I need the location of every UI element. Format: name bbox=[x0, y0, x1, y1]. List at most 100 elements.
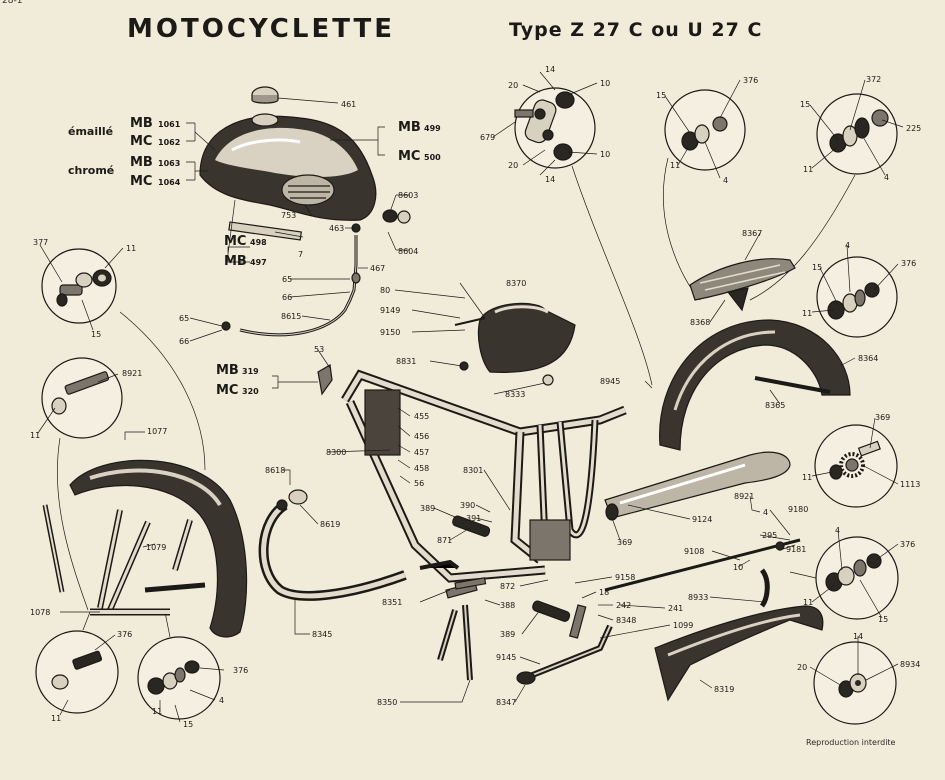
page-subtitle: Type Z 27 C ou U 27 C bbox=[509, 19, 763, 41]
code-prefix: MB bbox=[130, 155, 153, 170]
part-number: 390 bbox=[460, 501, 475, 510]
part-number: 20 bbox=[508, 161, 518, 170]
part-number: 458 bbox=[414, 464, 429, 473]
part-number: 463 bbox=[329, 224, 344, 233]
part-number: 1078 bbox=[30, 608, 50, 617]
part-number: 18 bbox=[599, 588, 609, 597]
code-prefix: MC bbox=[130, 134, 152, 149]
part-number: 372 bbox=[866, 75, 881, 84]
part-number: 369 bbox=[617, 538, 632, 547]
part-number: 391 bbox=[466, 514, 481, 523]
code-prefix: MB bbox=[398, 120, 421, 135]
connector-line bbox=[663, 157, 701, 301]
part-number: 1113 bbox=[900, 480, 920, 489]
part-number: 8370 bbox=[506, 279, 526, 288]
part-number: 11 bbox=[803, 165, 813, 174]
part-number: 225 bbox=[906, 124, 921, 133]
part-number: 9149 bbox=[380, 306, 400, 315]
footrests-illustration bbox=[452, 515, 587, 639]
part-number: 9108 bbox=[684, 547, 704, 556]
part-number: 15 bbox=[878, 615, 888, 624]
part-number: 8603 bbox=[398, 191, 418, 200]
part-number: 376 bbox=[900, 540, 915, 549]
part-number: 20 bbox=[508, 81, 518, 90]
part-number: 8350 bbox=[377, 698, 397, 707]
part-number: 8347 bbox=[496, 698, 516, 707]
part-number: 56 bbox=[414, 479, 424, 488]
part-number: 15 bbox=[656, 91, 666, 100]
part-number: 8300 bbox=[326, 448, 346, 457]
part-number: 457 bbox=[414, 448, 429, 457]
code-number: 1062 bbox=[158, 138, 180, 147]
code-prefix: MC bbox=[398, 149, 420, 164]
part-number: 389 bbox=[500, 630, 515, 639]
code-number: 500 bbox=[424, 153, 441, 162]
part-number: 4 bbox=[884, 173, 889, 182]
part-number: 10 bbox=[600, 150, 610, 159]
part-number: 872 bbox=[500, 582, 515, 591]
washer-stack-icon-372 bbox=[829, 109, 889, 153]
part-number: 871 bbox=[437, 536, 452, 545]
part-number: 8368 bbox=[690, 318, 710, 327]
nut-icon bbox=[838, 673, 867, 698]
part-number: 9150 bbox=[380, 328, 400, 337]
part-number: 65 bbox=[179, 314, 189, 323]
part-number: 461 bbox=[341, 100, 356, 109]
part-number: 66 bbox=[282, 293, 292, 302]
part-number: 8364 bbox=[858, 354, 878, 363]
part-number: 388 bbox=[500, 601, 515, 610]
code-prefix: MB bbox=[224, 254, 247, 269]
connector-line bbox=[119, 311, 206, 471]
code-prefix: MC bbox=[216, 383, 238, 398]
fuel-tank-illustration bbox=[199, 86, 377, 221]
connector-line bbox=[571, 165, 653, 386]
part-number: 11 bbox=[670, 161, 680, 170]
part-number: 10 bbox=[733, 563, 743, 572]
fuel-line-illustration bbox=[221, 209, 411, 396]
part-number: 376 bbox=[743, 76, 758, 85]
code-number: 1061 bbox=[158, 120, 181, 129]
part-number: 14 bbox=[545, 65, 555, 74]
label-emaille: émaillé bbox=[68, 125, 113, 138]
washer-stack-icon-376 bbox=[681, 116, 728, 151]
part-number: 455 bbox=[414, 412, 429, 421]
part-number: 9181 bbox=[786, 545, 806, 554]
part-number: 20 bbox=[797, 663, 807, 672]
part-number: 389 bbox=[420, 504, 435, 513]
part-number: 11 bbox=[30, 431, 40, 440]
part-number: 65 bbox=[282, 275, 292, 284]
part-number: 1099 bbox=[673, 621, 693, 630]
part-number: 8618 bbox=[265, 466, 285, 475]
part-number: 11 bbox=[51, 714, 61, 723]
code-prefix: MB bbox=[216, 363, 239, 378]
part-number: 7 bbox=[298, 250, 303, 259]
connector-line bbox=[82, 611, 91, 631]
part-number: 8348 bbox=[616, 616, 636, 625]
part-number: 4 bbox=[835, 526, 840, 535]
toolbox-illustration bbox=[454, 302, 576, 386]
part-number: 9180 bbox=[788, 505, 808, 514]
part-number: 8921 bbox=[122, 369, 142, 378]
part-number: 11 bbox=[803, 598, 813, 607]
part-number: 80 bbox=[380, 286, 390, 295]
link-plate-icon bbox=[514, 91, 575, 161]
part-number: 15 bbox=[812, 263, 822, 272]
part-number: 8365 bbox=[765, 401, 785, 410]
brake-rod-illustration bbox=[604, 538, 801, 608]
part-number: 8619 bbox=[320, 520, 340, 529]
part-number: 242 bbox=[616, 601, 631, 610]
part-number: 369 bbox=[875, 413, 890, 422]
part-number: 753 bbox=[281, 211, 296, 220]
part-number: 4 bbox=[763, 508, 768, 517]
code-prefix: MB bbox=[130, 116, 153, 131]
leader-lines bbox=[37, 71, 904, 723]
part-number: 9158 bbox=[615, 573, 635, 582]
washer-stack-icon bbox=[147, 660, 200, 695]
connector-line bbox=[164, 611, 171, 638]
finish-labels: émaillé chromé bbox=[68, 125, 114, 177]
part-number: 4 bbox=[219, 696, 224, 705]
part-number: 11 bbox=[126, 244, 136, 253]
page-title: MOTOCYCLETTE bbox=[127, 14, 396, 44]
part-number-labels: 461 753 7 463 8603 8604 467 65 66 65 66 … bbox=[30, 65, 921, 729]
